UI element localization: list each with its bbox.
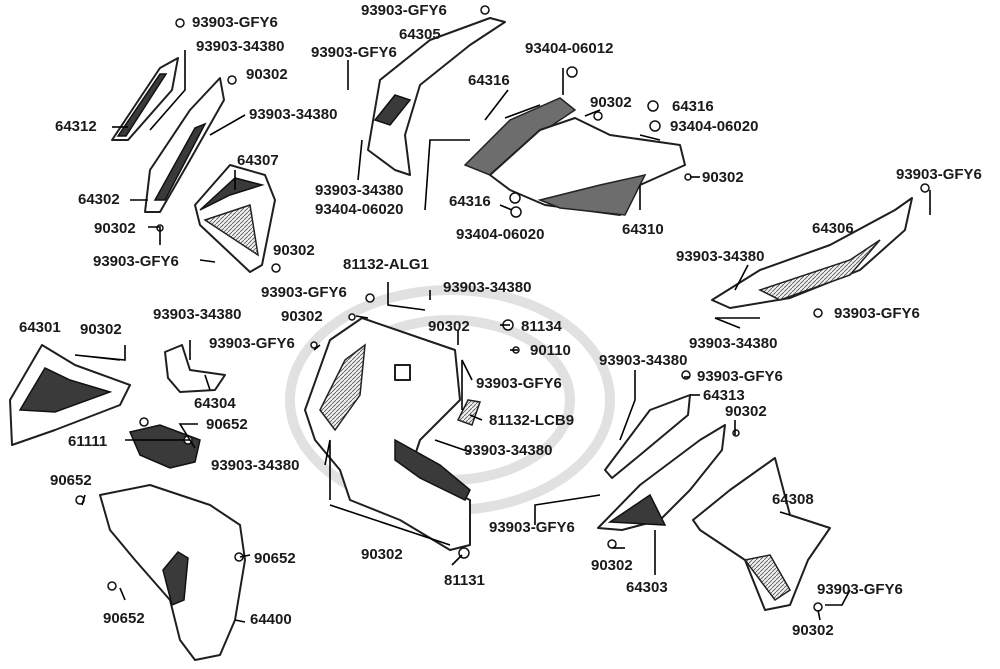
label-90652: 90652 <box>206 416 248 433</box>
label-64312: 64312 <box>55 118 97 135</box>
label-93903-gfy6: 93903-GFY6 <box>209 335 295 352</box>
label-64303: 64303 <box>626 579 668 596</box>
part-64307[interactable] <box>194 164 276 273</box>
label-64313: 64313 <box>703 387 745 404</box>
part-64304[interactable] <box>164 344 226 393</box>
part-leg-shield[interactable] <box>304 317 471 551</box>
part-64400[interactable] <box>99 484 246 661</box>
label-64307: 64307 <box>237 152 279 169</box>
label-93903-34380: 93903-34380 <box>676 248 765 265</box>
label-64316: 64316 <box>468 72 510 89</box>
label-90302: 90302 <box>428 318 470 335</box>
part-64312[interactable] <box>111 57 179 141</box>
label-90110: 90110 <box>530 342 571 359</box>
label-90302: 90302 <box>246 66 288 83</box>
label-93404-06020: 93404-06020 <box>670 118 759 135</box>
label-90302: 90302 <box>273 242 315 259</box>
label-64308: 64308 <box>772 491 814 508</box>
label-81132-alg1: 81132-ALG1 <box>343 256 429 273</box>
label-93903-gfy6: 93903-GFY6 <box>896 166 982 183</box>
label-93903-34380: 93903-34380 <box>211 457 300 474</box>
label-93404-06020: 93404-06020 <box>315 201 404 218</box>
label-81131: 81131 <box>444 572 485 589</box>
label-64304: 64304 <box>194 395 236 412</box>
label-93903-34380: 93903-34380 <box>196 38 285 55</box>
label-93903-34380: 93903-34380 <box>249 106 338 123</box>
label-64306: 64306 <box>812 220 854 237</box>
label-64301: 64301 <box>19 319 61 336</box>
label-93903-gfy6: 93903-GFY6 <box>476 375 562 392</box>
label-90302: 90302 <box>94 220 136 237</box>
leader-lines <box>74 50 931 623</box>
label-90302: 90302 <box>725 403 767 420</box>
label-64310: 64310 <box>622 221 664 238</box>
label-90652: 90652 <box>50 472 92 489</box>
part-81132-lcb9[interactable] <box>456 399 482 426</box>
part-64313[interactable] <box>604 394 691 479</box>
label-90302: 90302 <box>702 169 744 186</box>
label-90302: 90302 <box>80 321 122 338</box>
label-93903-gfy6: 93903-GFY6 <box>311 44 397 61</box>
label-93903-34380: 93903-34380 <box>443 279 532 296</box>
label-90302: 90302 <box>792 622 834 639</box>
label-93903-gfy6: 93903-GFY6 <box>489 519 575 536</box>
label-93903-gfy6: 93903-GFY6 <box>361 2 447 19</box>
label-90652: 90652 <box>254 550 296 567</box>
label-90302: 90302 <box>281 308 323 325</box>
part-64301[interactable] <box>9 344 131 446</box>
label-90652: 90652 <box>103 610 145 627</box>
label-93404-06012: 93404-06012 <box>525 40 614 57</box>
label-64400: 64400 <box>250 611 292 628</box>
part-64302[interactable] <box>144 77 225 213</box>
label-90302: 90302 <box>591 557 633 574</box>
label-93903-gfy6: 93903-GFY6 <box>817 581 903 598</box>
label-64316: 64316 <box>672 98 714 115</box>
label-64305: 64305 <box>399 26 441 43</box>
part-61111[interactable] <box>128 424 201 469</box>
label-93903-34380: 93903-34380 <box>153 306 242 323</box>
label-93903-34380: 93903-34380 <box>464 442 553 459</box>
label-61111: 61111 <box>68 433 108 450</box>
label-90302: 90302 <box>361 546 403 563</box>
label-93903-34380: 93903-34380 <box>315 182 404 199</box>
label-93903-gfy6: 93903-GFY6 <box>834 305 920 322</box>
label-93903-34380: 93903-34380 <box>599 352 688 369</box>
part-64306[interactable] <box>711 197 913 309</box>
label-81134: 81134 <box>521 318 562 335</box>
label-64316: 64316 <box>449 193 491 210</box>
part-64310[interactable] <box>463 97 686 216</box>
label-93903-gfy6: 93903-GFY6 <box>697 368 783 385</box>
label-93404-06020: 93404-06020 <box>456 226 545 243</box>
part-64303[interactable] <box>597 424 726 531</box>
part-64305[interactable] <box>367 17 506 176</box>
label-93903-gfy6: 93903-GFY6 <box>192 14 278 31</box>
label-93903-gfy6: 93903-GFY6 <box>261 284 347 301</box>
part-64308[interactable] <box>692 457 831 611</box>
label-93903-gfy6: 93903-GFY6 <box>93 253 179 270</box>
label-90302: 90302 <box>590 94 632 111</box>
label-64302: 64302 <box>78 191 120 208</box>
label-81132-lcb9: 81132-LCB9 <box>489 412 575 429</box>
label-93903-34380: 93903-34380 <box>689 335 778 352</box>
